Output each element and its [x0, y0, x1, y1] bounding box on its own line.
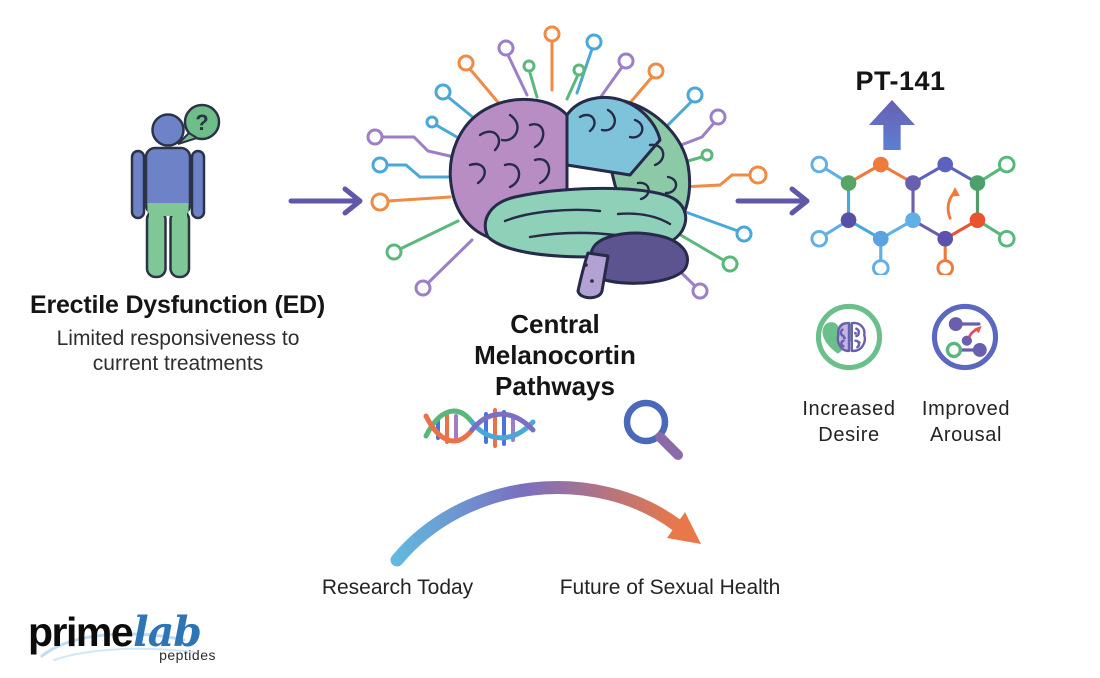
- improved-arousal-label: Improved Arousal: [921, 398, 1011, 446]
- person-question-icon: ?: [130, 103, 221, 279]
- pt141-title: PT-141: [855, 66, 946, 96]
- heart-brain-icon: [815, 303, 883, 371]
- logo-prime-text: prime: [28, 609, 134, 655]
- speech-bubble-icon: ?: [177, 103, 221, 145]
- flow-arrow-1-icon: [288, 186, 363, 216]
- ed-subtitle: Limited responsiveness to current treatm…: [56, 327, 300, 376]
- brain-circuits-icon: [366, 25, 768, 300]
- logo-peptides-text: peptides: [159, 647, 216, 663]
- up-arrow-icon: [868, 100, 916, 150]
- logo-swoosh-icon: [40, 632, 195, 661]
- timeline-arrow-icon: [390, 481, 701, 567]
- ed-title: Erectile Dysfunction (ED): [29, 291, 326, 319]
- circuit-lines: [366, 25, 768, 300]
- timeline-start-label: Research Today: [321, 576, 474, 599]
- flow-arrow-2-icon: [735, 186, 810, 216]
- molecule-nodes: [810, 155, 1016, 275]
- logo-lab-text: lab: [133, 608, 202, 656]
- timeline-end-label: Future of Sexual Health: [559, 576, 781, 599]
- brain-gyri: [468, 108, 678, 239]
- question-mark: ?: [195, 110, 208, 135]
- pathways-title: Central Melanocortin Pathways: [474, 309, 636, 401]
- dna-icon: [423, 408, 536, 448]
- cells-arrow-icon: [931, 303, 999, 371]
- increased-desire-label: Increased Desire: [802, 398, 896, 446]
- magnifier-icon: [623, 399, 683, 460]
- molecule-icon: [810, 155, 1016, 275]
- brain-icon: [448, 96, 692, 300]
